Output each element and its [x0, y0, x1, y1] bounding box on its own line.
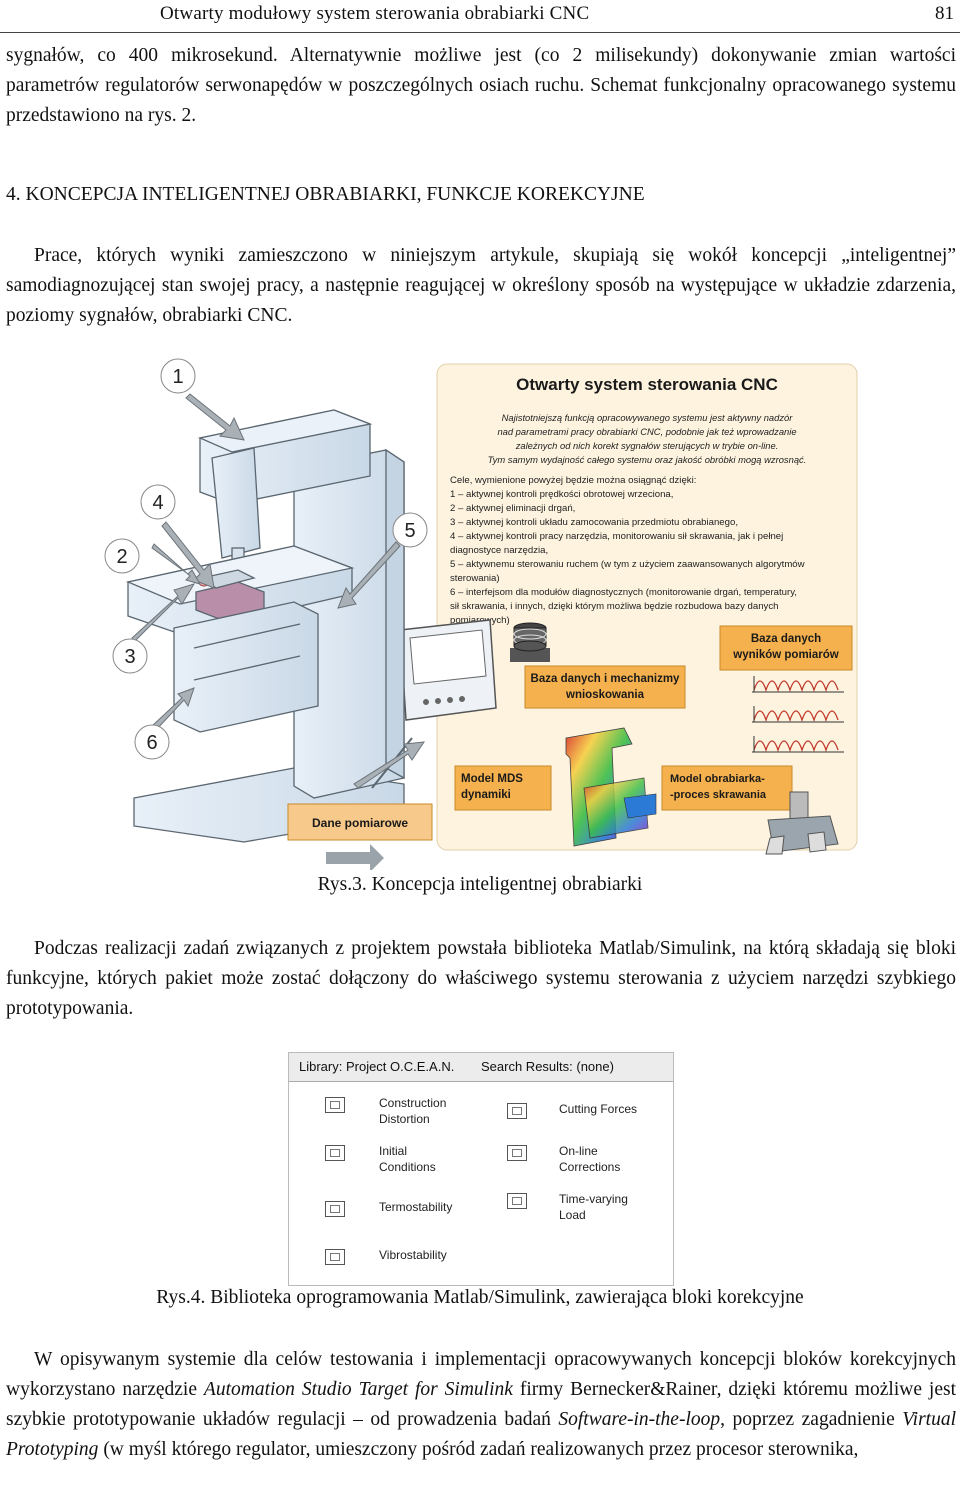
goal-line: sił skrawania, i innych, dzięki którym m…: [450, 601, 778, 612]
page-header: Otwarty modułowy system sterowania obrab…: [0, 0, 960, 33]
figure-4-library-browser: Library: Project O.C.E.A.N. Search Resul…: [288, 1052, 674, 1286]
block-icon: [325, 1097, 345, 1113]
block-label: Time-varying Load: [559, 1192, 628, 1222]
intro-line: Najistotniejszą funkcją opracowywanego s…: [502, 412, 794, 423]
paragraph-2: Prace, których wyniki zamieszczono w nin…: [6, 245, 956, 326]
goal-line: diagnostyce narzędzia,: [450, 545, 548, 556]
goal-line: Cele, wymienione powyżej będzie można os…: [450, 475, 696, 486]
section-heading: 4. KONCEPCJA INTELIGENTNEJ OBRABIARKI, F…: [6, 184, 645, 205]
intro-line: Tym samym wydajność całego systemu oraz …: [488, 454, 807, 465]
database-icon: [510, 622, 550, 662]
callout-number: 6: [146, 732, 157, 754]
figure-4-caption: Rys.4. Biblioteka oprogramowania Matlab/…: [156, 1287, 804, 1308]
wave-plots: [753, 680, 839, 753]
milling-cutter-icon: [765, 791, 839, 855]
db-mech-label: Baza danych i mechanizmy: [531, 673, 681, 685]
callout-arrows: [131, 393, 426, 789]
block-icon: [325, 1145, 345, 1161]
model-label: -proces skrawania: [670, 789, 767, 801]
model-box: [661, 765, 793, 811]
machine-illustration: [125, 409, 413, 843]
arrow-icon: [326, 844, 384, 872]
block-icon: [507, 1145, 527, 1161]
figure-3: Otwarty system sterowania CNC Najistotni…: [104, 358, 860, 872]
block-icon: [507, 1193, 527, 1209]
info-panel: [436, 363, 858, 851]
tab-search-results[interactable]: Search Results: (none): [481, 1059, 614, 1074]
callout-number: 4: [152, 492, 163, 514]
callout-number: 3: [124, 646, 135, 668]
tab-library[interactable]: Library: Project O.C.E.A.N.: [299, 1059, 455, 1074]
block-icon: [507, 1103, 527, 1119]
figure-3-caption: Rys.3. Koncepcja inteligentnej obrabiark…: [317, 874, 643, 895]
mds-label: Model MDS: [461, 773, 523, 785]
mds-label: dynamiki: [461, 789, 511, 801]
db-mech-label: wnioskowania: [565, 689, 645, 701]
db-results-label: Baza danych: [751, 633, 821, 645]
panel-title: Otwarty system sterowania CNC: [516, 375, 778, 394]
db-results-box: [719, 625, 853, 671]
library-header: Library: Project O.C.E.A.N. Search Resul…: [289, 1053, 673, 1082]
callout-number: 1: [172, 366, 183, 388]
goal-line: 4 – aktywnej kontroli pracy narzędzia, m…: [450, 531, 783, 542]
block-label: Cutting Forces: [559, 1102, 638, 1116]
text-run-italic: Virtual Prototyping: [6, 1409, 957, 1460]
goal-line: 6 – interfejsom dla modułów diagnostyczn…: [450, 587, 797, 598]
monitor-icon: [399, 619, 497, 721]
goal-line: sterowania): [450, 573, 500, 584]
text-run: (w myśl którego regulator, umieszczony p…: [98, 1439, 859, 1460]
goal-line: 1 – aktywnej kontroli prędkości obrotowe…: [450, 489, 673, 500]
model-label: Model obrabiarka-: [670, 773, 765, 785]
goal-line: 5 – aktywnemu sterowaniu ruchem (w tym z…: [450, 559, 805, 570]
text-run-italic: Automation Studio Target for Simulink: [203, 1379, 513, 1400]
callout-number: 5: [404, 520, 415, 542]
text-run: W opisywanym systemie dla celów testowan…: [6, 1349, 956, 1400]
text-run-italic: Software-in-the-loop: [558, 1409, 721, 1430]
block-icon: [325, 1201, 345, 1217]
db-mech-box: [524, 665, 686, 709]
block-label: On-line Corrections: [559, 1144, 621, 1174]
intro-line: nad parametrami pracy obrabiarki CNC, po…: [497, 426, 796, 437]
block-icon: [325, 1249, 345, 1265]
db-results-label: wyników pomiarów: [732, 649, 838, 661]
paragraph-1: sygnałów, co 400 mikrosekund. Alternatyw…: [6, 45, 956, 126]
block-label: Termostability: [379, 1200, 453, 1214]
intro-line: zależnych od nich korekt sygnałów steruj…: [515, 440, 779, 451]
figure-3-illustration: Otwarty system sterowania CNC Najistotni…: [104, 358, 858, 872]
paragraph-4: W opisywanym systemie dla celów testowan…: [6, 1345, 956, 1465]
fem-model-illustration: [565, 727, 657, 847]
text-run: firmy Bernecker&Rainer, dzięki któremu m…: [6, 1379, 956, 1430]
goal-line: 3 – aktywnej kontroli układu zamocowania…: [450, 517, 738, 528]
block-label: Construction Distortion: [379, 1096, 447, 1126]
running-title: Otwarty modułowy system sterowania obrab…: [160, 3, 590, 24]
block-label: Vibrostability: [379, 1248, 447, 1262]
block-label: Initial Conditions: [379, 1144, 436, 1174]
dane-box: [287, 803, 433, 841]
mds-box: [454, 765, 552, 811]
page-number: 81: [935, 3, 954, 24]
dane-label: Dane pomiarowe: [312, 816, 408, 830]
goal-line: 2 – aktywnej eliminacji drgań,: [450, 503, 575, 514]
paragraph-3: Podczas realizacji zadań związanych z pr…: [6, 938, 956, 1019]
callout-number: 2: [116, 546, 127, 568]
text-run: , poprzez zagadnienie: [720, 1409, 903, 1430]
